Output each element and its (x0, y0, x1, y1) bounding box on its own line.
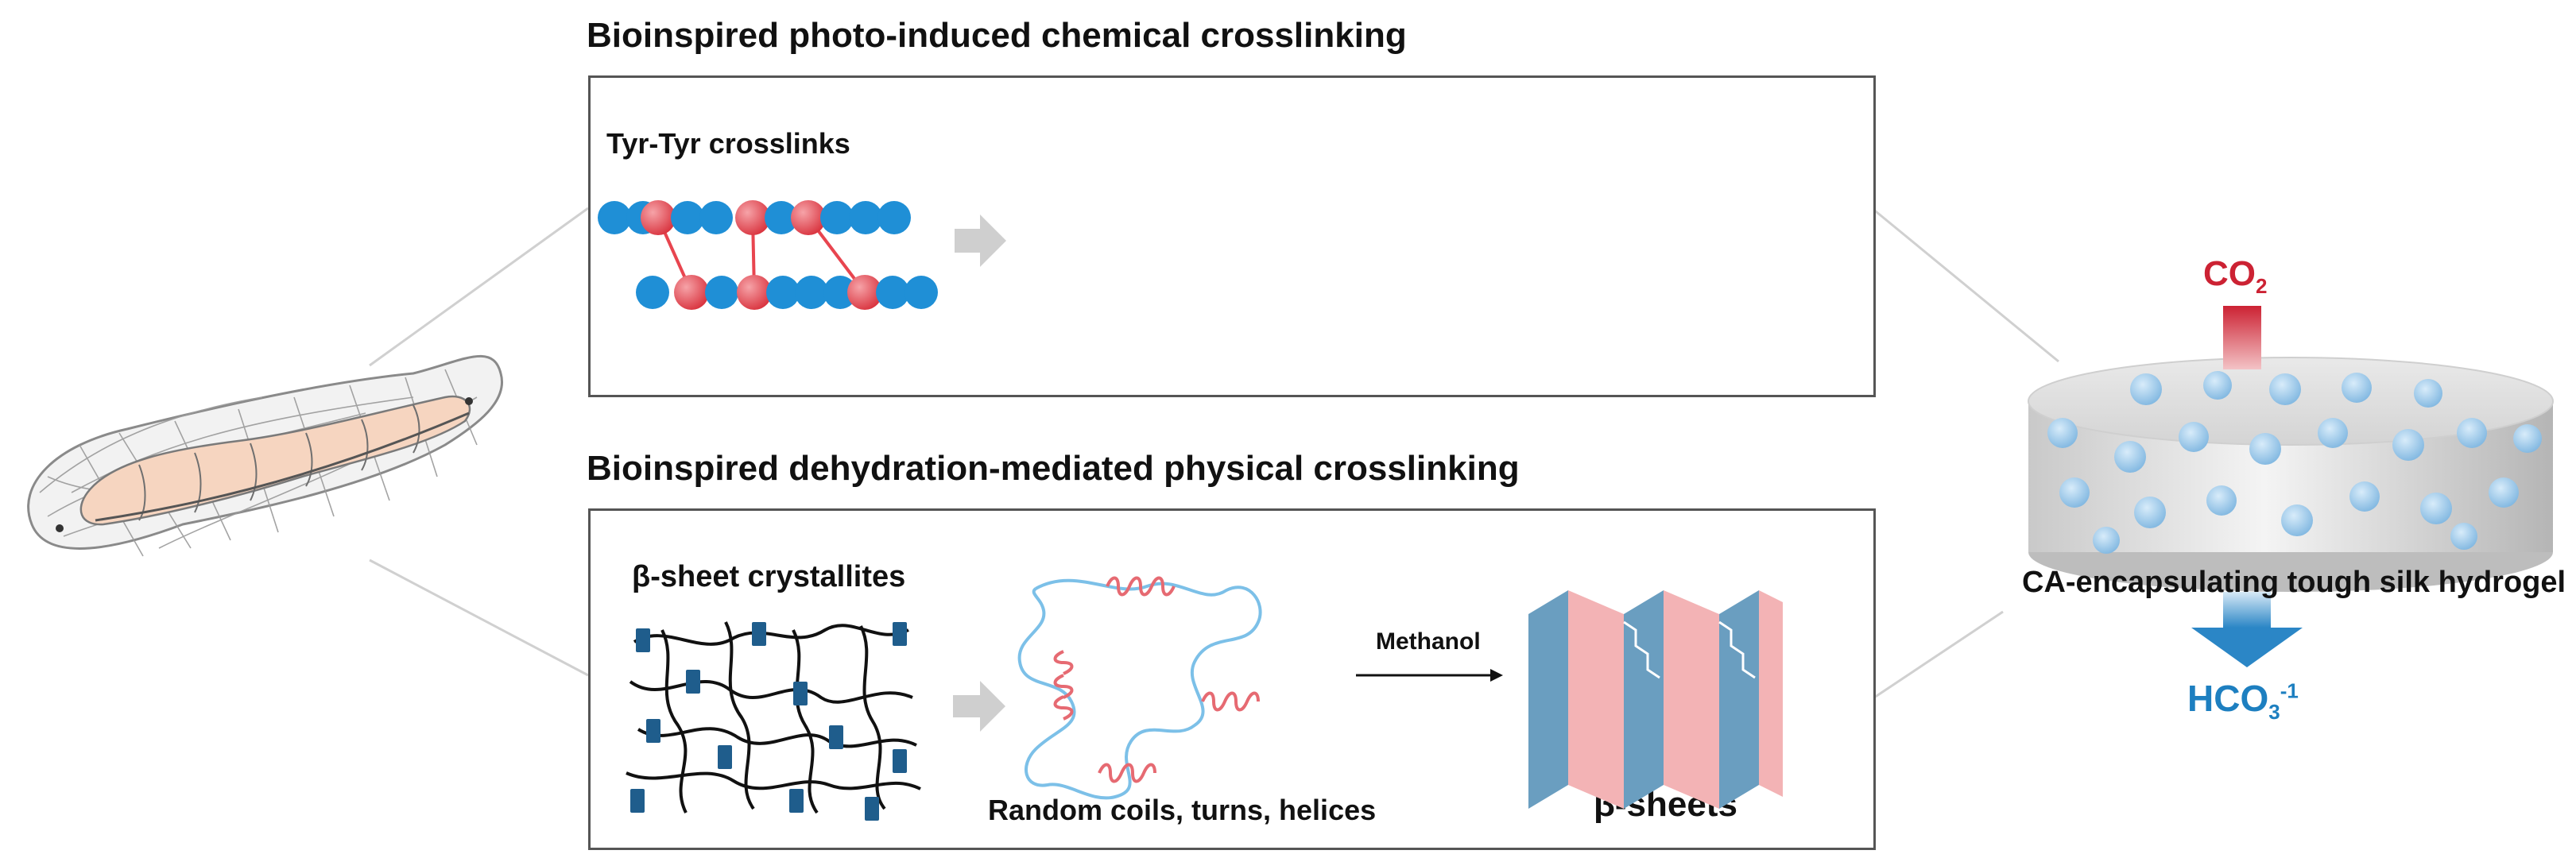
connector-lines (369, 207, 2059, 701)
methanol-arrow (1356, 669, 1503, 682)
methanol-label: Methanol (1376, 628, 1481, 655)
hco3-label-main: HCO (2187, 678, 2269, 719)
co2-label: CO2 (2203, 254, 2267, 299)
co2-label-subscript: 2 (2256, 273, 2268, 298)
top-panel: Tyr-Tyr crosslinks (588, 75, 1876, 397)
top-peptide-strand (598, 200, 911, 235)
tyr-crosslink-diagram (598, 200, 1006, 310)
tyr-crosslinks-label: Tyr-Tyr crosslinks (606, 127, 850, 160)
random-coils-label: Random coils, turns, helices (988, 794, 1377, 826)
silkworm-illustration (27, 354, 503, 557)
hydrogel-caption: CA-encapsulating tough silk hydrogel (2022, 566, 2566, 599)
silk-fibroin-network (626, 621, 921, 814)
bottom-panel: β-sheet crystallites Random coils, turns… (588, 508, 1876, 850)
beta-sheet-crystallites-label: β-sheet crystallites (632, 560, 906, 593)
hco3-output-arrow (2191, 592, 2303, 667)
process-arrow-icon (953, 681, 1005, 732)
beta-sheets-illustration (1528, 590, 1783, 809)
crystallite-blocks (630, 622, 907, 821)
encapsulated-enzyme-spheres (2047, 371, 2542, 554)
bottom-peptide-strand (636, 275, 938, 310)
hco3-label-subscript: 3 (2268, 700, 2280, 725)
process-arrow-icon (955, 214, 1006, 267)
co2-input-arrow (2223, 306, 2261, 369)
hco3-label-superscript: -1 (2280, 678, 2299, 703)
physical-crosslink-diagram (626, 576, 1783, 821)
bottom-section-title: Bioinspired dehydration-mediated physica… (587, 449, 1520, 488)
random-coils-helices (1017, 576, 1262, 800)
hco3-label: HCO3-1 (2187, 677, 2299, 725)
top-section-title: Bioinspired photo-induced chemical cross… (587, 16, 1407, 55)
hydrogel-disc (2028, 357, 2554, 592)
co2-label-main: CO (2203, 254, 2256, 293)
